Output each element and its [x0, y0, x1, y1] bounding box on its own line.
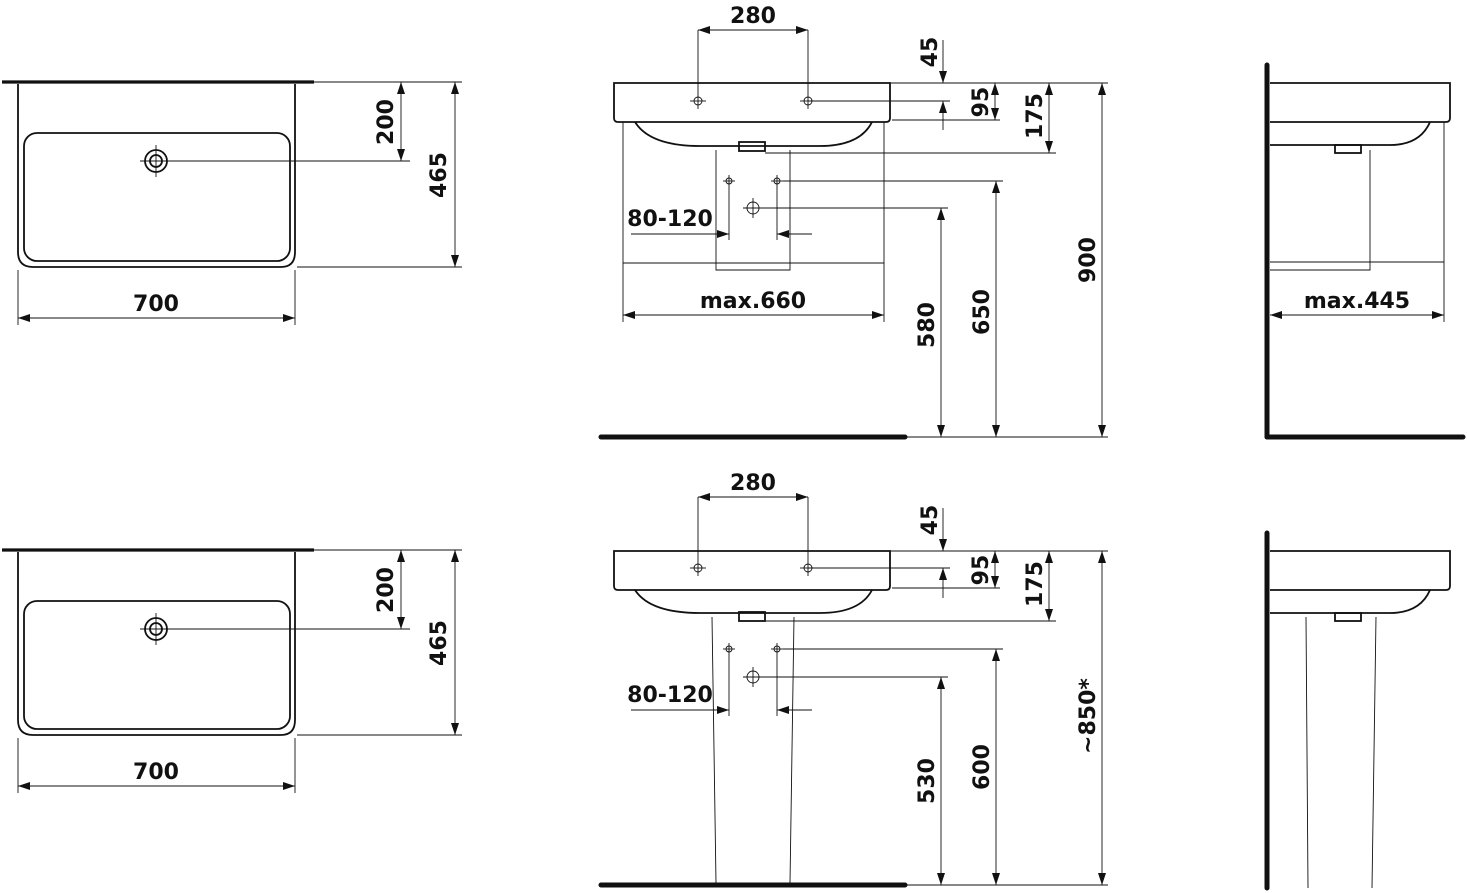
- basin-outline: [17, 552, 296, 736]
- basin-outline: [17, 84, 296, 268]
- front-view-lower: 280 45 95 175 80-120 530 600 ~850*: [598, 471, 1108, 888]
- rim-height-dimension: 900: [1076, 237, 1101, 283]
- pedestal-outline: [715, 150, 791, 271]
- width-dimension: 700: [133, 292, 179, 317]
- pedestal-outline: [711, 616, 795, 884]
- tap-spacing-dimension: 280: [730, 4, 776, 29]
- side-view-lower: [1264, 530, 1451, 891]
- waste-outlet: [1334, 144, 1362, 154]
- drain-offset-dimension: 200: [374, 567, 399, 613]
- basin-side-outline: [1270, 550, 1451, 591]
- basin-front-outline: [613, 82, 891, 123]
- waste-outlet: [1334, 612, 1362, 622]
- pedestal-outline: [1305, 616, 1377, 889]
- waste-height-dimension: 580: [915, 302, 940, 348]
- drain-depth-dimension: 175: [1023, 561, 1048, 607]
- waste-height-dimension: 530: [915, 758, 940, 804]
- bowl-outline: [23, 132, 291, 262]
- waste-spacing-dimension: 80-120: [627, 683, 713, 708]
- pedestal-outline: [1270, 150, 1371, 271]
- drain-depth-dimension: 175: [1023, 93, 1048, 139]
- tap-spacing-dimension: 280: [730, 471, 776, 496]
- basin-front-outline: [613, 550, 891, 591]
- rim-thickness-dimension: 45: [918, 37, 943, 68]
- drain-offset-dimension: 200: [374, 99, 399, 145]
- pedestal-depth-dimension: max.445: [1304, 289, 1410, 314]
- bowl-underside: [634, 121, 873, 147]
- plan-view-lower: 200 465 700: [2, 548, 462, 793]
- basin-side-outline: [1270, 82, 1451, 123]
- waste-outlet: [738, 611, 766, 622]
- tap-depth-dimension: 95: [969, 555, 994, 586]
- tap-depth-dimension: 95: [969, 87, 994, 118]
- depth-dimension: 465: [427, 620, 452, 666]
- waste-spacing-dimension: 80-120: [627, 207, 713, 232]
- rim-height-dimension: ~850*: [1076, 678, 1101, 754]
- bowl-underside: [634, 589, 873, 614]
- plan-view-upper: 200 465 700: [2, 80, 462, 325]
- front-view-upper: 280 45 95 175 80-120 max.660 580 650: [598, 4, 1108, 440]
- supply-height-dimension: 650: [970, 289, 995, 335]
- bowl-outline: [23, 600, 291, 730]
- rim-thickness-dimension: 45: [918, 505, 943, 536]
- depth-dimension: 465: [427, 152, 452, 198]
- side-view-upper: max.445: [1264, 62, 1466, 440]
- pedestal-width-dimension: max.660: [700, 289, 806, 314]
- waste-outlet: [738, 141, 766, 152]
- width-dimension: 700: [133, 760, 179, 785]
- supply-height-dimension: 600: [970, 744, 995, 790]
